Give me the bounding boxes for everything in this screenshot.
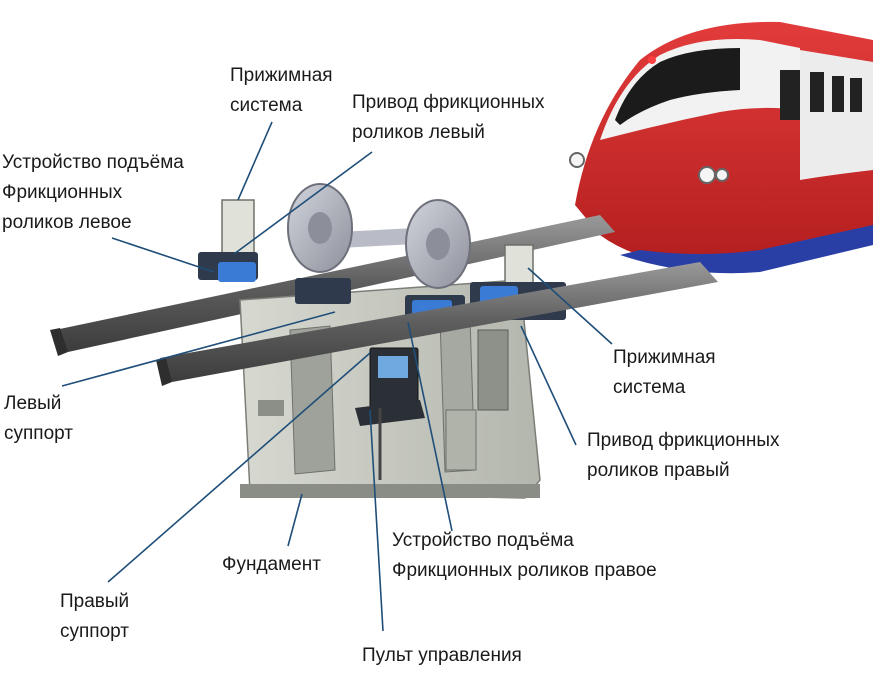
leader-lift-right <box>407 321 453 532</box>
leader-support-right <box>107 352 371 583</box>
label-support-right: Правый суппорт <box>60 591 130 642</box>
label-console: Пульт управления <box>362 645 522 666</box>
label-drive-right: Привод фрикционных роликов правый <box>587 430 780 481</box>
label-lift-right: Устройство подъёма Фрикционных роликов п… <box>392 530 657 581</box>
label-clamp-right: Прижимная система <box>613 347 716 398</box>
leader-drive-left <box>233 151 373 255</box>
machine-frame <box>198 199 566 499</box>
leader-support-left <box>61 311 336 387</box>
label-clamp-left: Прижимная система <box>230 65 333 116</box>
leader-lines <box>61 121 613 632</box>
leader-clamp-right <box>527 267 613 345</box>
leader-drive-right <box>520 325 577 446</box>
label-foundation: Фундамент <box>222 554 321 575</box>
train-illustration <box>569 21 873 274</box>
wheelset-illustration <box>287 183 471 289</box>
leader-clamp-left <box>237 121 273 201</box>
label-drive-left: Привод фрикционных роликов левый <box>352 92 545 143</box>
leader-console <box>369 409 384 632</box>
label-support-left: Левый суппорт <box>4 393 73 444</box>
leader-lift-left <box>111 237 215 273</box>
label-lift-left: Устройство подъёма Фрикционных роликов л… <box>2 152 184 233</box>
rail-front <box>156 262 718 386</box>
leader-foundation <box>287 493 303 547</box>
